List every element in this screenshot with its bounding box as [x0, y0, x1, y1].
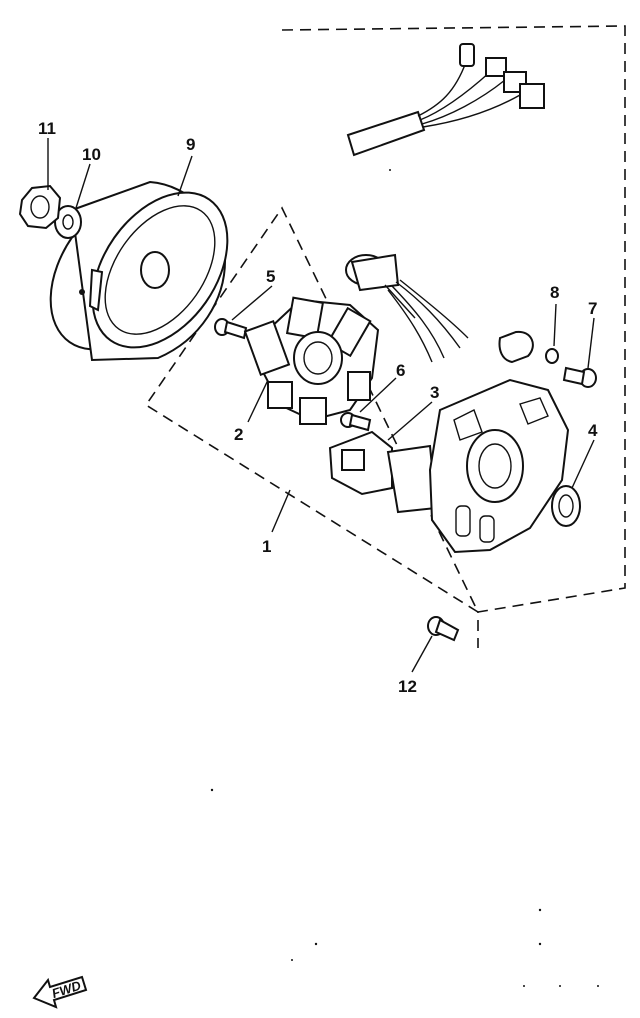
callouts: 11 10 9 5 2 6 3 4 8 7 1 12 [38, 119, 598, 696]
assembly-outline [144, 25, 626, 648]
callout-10: 10 [82, 145, 101, 164]
callout-8: 8 [550, 283, 559, 302]
clamp-screw [562, 366, 597, 388]
stator-screw [214, 318, 248, 340]
pickup-screw [340, 412, 372, 432]
callout-7: 7 [588, 299, 597, 318]
nut [18, 184, 62, 230]
pickup-coil [328, 430, 438, 514]
stator-base-plate [428, 378, 570, 554]
callout-9: 9 [186, 135, 195, 154]
stator-coil [243, 296, 380, 425]
oil-seal [551, 485, 581, 527]
wire-harness [300, 43, 545, 363]
callout-2: 2 [234, 425, 243, 444]
lead-clamp [498, 330, 559, 364]
washer [54, 205, 82, 239]
leader-lines [47, 138, 595, 673]
callout-5: 5 [266, 267, 275, 286]
scan-specks [210, 169, 599, 987]
callout-12: 12 [398, 677, 417, 696]
callout-4: 4 [588, 421, 598, 440]
callout-1: 1 [262, 537, 271, 556]
fwd-arrow-icon [32, 975, 88, 1009]
callout-11: 11 [38, 119, 56, 138]
fwd-arrow-badge: FWD [32, 975, 88, 1009]
base-screw [427, 616, 460, 642]
callout-6: 6 [396, 361, 405, 380]
callout-3: 3 [430, 383, 439, 402]
flywheel-rotor [49, 180, 229, 362]
fwd-label: FWD [50, 978, 83, 1002]
